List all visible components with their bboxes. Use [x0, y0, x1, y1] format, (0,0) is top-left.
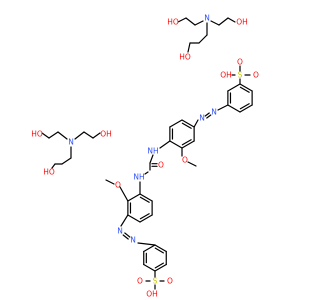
bond: [198, 34, 208, 44]
bond: [210, 20, 220, 26]
bond: [187, 161, 197, 167]
azo-double-bond: [124, 232, 131, 238]
bond: [61, 157, 72, 165]
sulfur-atom: S: [153, 277, 158, 286]
azo-double-bond: [206, 114, 212, 119]
sulfophenyl-ring-inner-bond: [154, 262, 164, 269]
azo-nitrogen: N: [211, 108, 217, 117]
sulfophenyl-ring-bond: [154, 244, 167, 253]
carbonyl-oxygen: O: [158, 161, 164, 170]
azo-nitrogen: N: [199, 114, 205, 123]
bond: [218, 17, 229, 26]
sulfophenyl-ring-bond: [154, 263, 167, 272]
nitrogen-atom: N: [68, 138, 74, 147]
aryl-ring-inner-bond: [181, 139, 192, 146]
hydroxyl-label: HO: [43, 168, 55, 177]
bond: [227, 17, 236, 23]
aryl-ring-bond: [181, 140, 195, 149]
sulfophenyl-ring-inner-bond: [239, 86, 250, 93]
urea-nh: NH: [133, 173, 144, 182]
azo-double-bond: [204, 112, 210, 117]
sulfophenyl-ring-bond: [227, 104, 241, 113]
hydroxyl-label: OH: [236, 18, 248, 27]
methoxy-oxygen: O: [182, 156, 188, 165]
nitrogen-atom: N: [204, 14, 210, 23]
sulfonyl-oxygen: O: [237, 58, 243, 67]
bond: [194, 20, 204, 26]
bond: [120, 214, 129, 227]
methoxy-oxygen: O: [115, 181, 121, 190]
hydroxyl-label: OH: [100, 130, 112, 139]
bond: [48, 131, 59, 139]
sulfophenyl-ring-bond: [143, 244, 156, 253]
aryl-ring-inner-bond: [139, 213, 150, 220]
bond: [159, 140, 171, 149]
sulfophenyl-ring-inner-bond: [154, 247, 164, 254]
aryl-ring-bond: [127, 214, 141, 223]
bond: [187, 42, 191, 53]
sulfophenyl-ring-bond: [227, 83, 241, 92]
bond: [92, 132, 101, 139]
azo-double-bond: [122, 234, 129, 240]
bond: [119, 186, 129, 202]
bond: [51, 163, 56, 169]
bond: [57, 131, 68, 140]
bond: [217, 104, 229, 111]
aryl-ring-bond: [139, 214, 153, 223]
sulfonyl-oxygen: O: [253, 71, 259, 80]
sulfophenyl-ring-bond: [239, 83, 253, 92]
hydroxyl-label: HO: [179, 53, 191, 62]
sulfonic-oh: OH: [220, 71, 232, 80]
bond: [177, 17, 187, 23]
aryl-ring-bond: [127, 193, 141, 202]
bond: [74, 131, 85, 140]
sulfophenyl-ring-inner-bond: [239, 103, 250, 110]
sulfophenyl-ring-bond: [143, 263, 156, 272]
aryl-ring-inner-bond: [181, 122, 192, 129]
bond: [144, 171, 149, 175]
bond: [41, 132, 50, 139]
bond: [193, 119, 199, 128]
azo-nitrogen: N: [130, 236, 136, 245]
bond: [137, 242, 156, 246]
hydroxyl-label: HO: [167, 18, 179, 27]
bond: [185, 17, 196, 26]
azo-nitrogen: N: [117, 227, 123, 236]
bond: [83, 131, 94, 139]
aryl-ring-inner-bond: [139, 196, 150, 203]
aryl-ring-bond: [169, 119, 183, 128]
sulfonyl-oxygen: O: [137, 277, 143, 286]
bond-layer: [41, 17, 253, 290]
bond: [149, 154, 154, 164]
aryl-ring-bond: [139, 193, 153, 202]
aryl-ring-bond: [181, 119, 195, 128]
hydroxyl-label: HO: [31, 130, 43, 139]
sulfophenyl-ring-bond: [239, 104, 253, 113]
sulfonic-oh: OH: [146, 290, 158, 299]
aryl-ring-bond: [169, 140, 183, 149]
sulfur-atom: S: [238, 71, 243, 80]
urea-nh: NH: [147, 147, 158, 156]
sulfonyl-oxygen: O: [167, 277, 173, 286]
bond: [105, 179, 115, 185]
